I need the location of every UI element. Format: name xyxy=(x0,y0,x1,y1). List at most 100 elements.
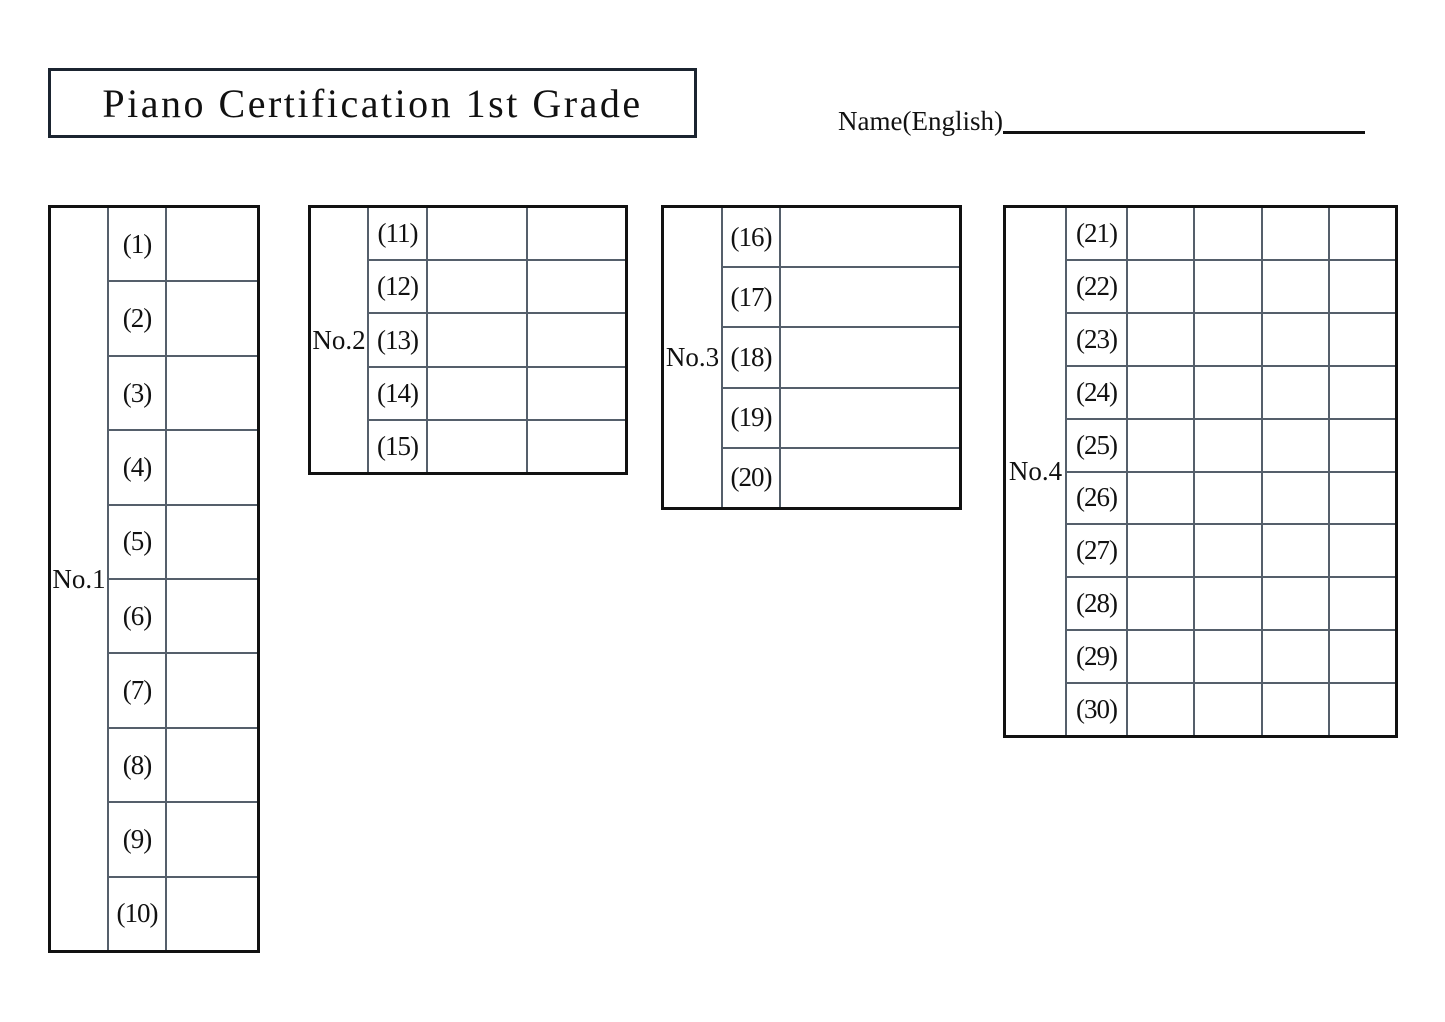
answer-cell[interactable] xyxy=(528,368,626,419)
answer-cell[interactable] xyxy=(1330,631,1395,682)
table-row: (4) xyxy=(109,431,257,506)
answer-cell[interactable] xyxy=(1128,684,1196,736)
answer-cell[interactable] xyxy=(1195,684,1263,736)
table-label: No.3 xyxy=(665,342,720,372)
table-rows: (1)(2)(3)(4)(5)(6)(7)(8)(9)(10) xyxy=(109,208,257,951)
name-write-in-line[interactable] xyxy=(1002,131,1365,134)
answer-cell[interactable] xyxy=(1195,472,1263,524)
answer-cell[interactable] xyxy=(1195,525,1263,577)
answer-cell[interactable] xyxy=(528,314,626,365)
answer-cell[interactable] xyxy=(167,580,257,652)
answer-cell[interactable] xyxy=(167,729,257,801)
answer-cell[interactable] xyxy=(167,282,257,354)
answer-cell[interactable] xyxy=(1330,525,1395,576)
answer-cell[interactable] xyxy=(1195,313,1263,365)
question-number-cell: (26) xyxy=(1067,472,1128,524)
table-row: (12) xyxy=(369,261,626,315)
answer-table-no2: No.2(11)(12)(13)(14)(15) xyxy=(308,205,628,475)
answer-cell[interactable] xyxy=(528,261,626,312)
answer-cell[interactable] xyxy=(1263,631,1330,683)
answer-cell[interactable] xyxy=(781,208,959,266)
question-number-cell: (29) xyxy=(1067,631,1128,683)
answer-cell[interactable] xyxy=(1128,419,1196,471)
answer-cell[interactable] xyxy=(1330,684,1395,735)
answer-cell[interactable] xyxy=(1128,260,1196,312)
question-number-cell: (27) xyxy=(1067,525,1128,577)
answer-cell[interactable] xyxy=(1330,261,1395,312)
question-number-cell: (28) xyxy=(1067,578,1128,630)
answer-cell[interactable] xyxy=(781,389,959,447)
table-row: (5) xyxy=(109,505,257,581)
answer-cell[interactable] xyxy=(1330,367,1395,418)
table-label: No.4 xyxy=(1008,456,1063,486)
answer-cell[interactable] xyxy=(428,261,528,313)
answer-cell[interactable] xyxy=(1263,208,1330,259)
question-number-cell: (30) xyxy=(1067,684,1128,736)
table-label-cell: No.4 xyxy=(1006,208,1067,735)
question-number-cell: (13) xyxy=(369,314,428,366)
question-number-cell: (25) xyxy=(1067,419,1128,471)
answer-cell[interactable] xyxy=(1330,578,1395,629)
answer-cell[interactable] xyxy=(428,367,528,419)
table-row: (10) xyxy=(109,877,257,951)
table-row: (14) xyxy=(369,367,626,421)
answer-cell[interactable] xyxy=(1330,208,1395,259)
answer-cell[interactable] xyxy=(1128,208,1196,259)
table-row: (8) xyxy=(109,728,257,804)
answer-cell[interactable] xyxy=(1128,472,1196,524)
answer-cell[interactable] xyxy=(167,506,257,578)
answer-cell[interactable] xyxy=(781,328,959,386)
question-number-cell: (12) xyxy=(369,261,428,313)
answer-cell[interactable] xyxy=(1195,366,1263,418)
answer-cell[interactable] xyxy=(1128,525,1196,577)
answer-cell[interactable] xyxy=(1195,419,1263,471)
question-number-cell: (9) xyxy=(109,803,167,876)
table-row: (28) xyxy=(1067,578,1395,632)
answer-cell[interactable] xyxy=(1195,260,1263,312)
answer-cell[interactable] xyxy=(167,654,257,726)
table-row: (24) xyxy=(1067,366,1395,420)
table-row: (7) xyxy=(109,654,257,729)
answer-cell[interactable] xyxy=(1263,684,1330,736)
answer-cell[interactable] xyxy=(1330,420,1395,471)
table-row: (16) xyxy=(723,208,959,269)
answer-cell[interactable] xyxy=(781,268,959,326)
table-rows: (11)(12)(13)(14)(15) xyxy=(369,208,626,473)
answer-cell[interactable] xyxy=(1128,631,1196,683)
question-number-cell: (16) xyxy=(723,208,781,267)
answer-cell[interactable] xyxy=(1263,313,1330,365)
answer-cell[interactable] xyxy=(528,421,626,472)
answer-cell[interactable] xyxy=(1128,578,1196,630)
question-number-cell: (19) xyxy=(723,388,781,447)
answer-cell[interactable] xyxy=(1195,208,1263,259)
table-row: (9) xyxy=(109,803,257,878)
table-row: (20) xyxy=(723,448,959,508)
answer-cell[interactable] xyxy=(1128,366,1196,418)
answer-cell[interactable] xyxy=(1263,366,1330,418)
question-number-cell: (3) xyxy=(109,356,167,430)
answer-cell[interactable] xyxy=(167,208,257,280)
answer-cell[interactable] xyxy=(1263,260,1330,312)
table-row: (22) xyxy=(1067,260,1395,314)
answer-cell[interactable] xyxy=(1263,419,1330,471)
answer-cell[interactable] xyxy=(1263,578,1330,630)
answer-cell[interactable] xyxy=(1128,313,1196,365)
answer-cell[interactable] xyxy=(1263,472,1330,524)
answer-cell[interactable] xyxy=(1263,525,1330,577)
answer-cell[interactable] xyxy=(781,449,959,507)
answer-cell[interactable] xyxy=(167,431,257,503)
answer-cell[interactable] xyxy=(167,803,257,875)
table-label: No.2 xyxy=(312,324,366,355)
answer-cell[interactable] xyxy=(167,357,257,429)
answer-cell[interactable] xyxy=(167,878,257,950)
answer-cell[interactable] xyxy=(1195,631,1263,683)
answer-cell[interactable] xyxy=(528,208,626,259)
table-rows: (16)(17)(18)(19)(20) xyxy=(723,208,959,508)
question-number-cell: (1) xyxy=(109,208,167,281)
answer-cell[interactable] xyxy=(428,208,528,260)
answer-cell[interactable] xyxy=(1195,578,1263,630)
answer-cell[interactable] xyxy=(428,420,528,473)
answer-cell[interactable] xyxy=(428,314,528,366)
answer-cell[interactable] xyxy=(1330,314,1395,365)
answer-cell[interactable] xyxy=(1330,473,1395,524)
